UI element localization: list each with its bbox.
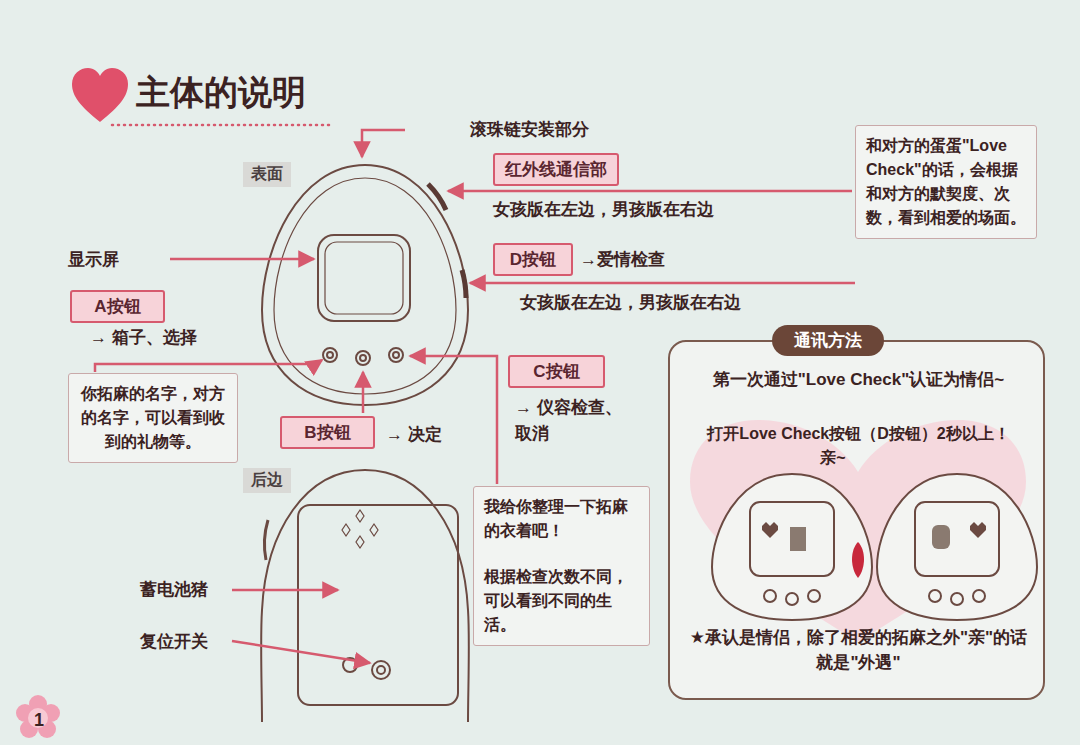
button	[951, 593, 963, 605]
infrared-port	[428, 184, 446, 210]
callout-box: 我给你整理一下拓麻的衣着吧！ 根据检查次数不同，可以看到不同的生活。	[473, 486, 650, 646]
egg-inner	[274, 178, 456, 394]
part-label: →爱情检查	[580, 248, 665, 271]
node-text: 表面	[251, 164, 283, 185]
cover-dots	[342, 510, 378, 548]
node-text: 打开Love Check按钮（D按钮）2秒以上！	[680, 422, 1037, 445]
button	[973, 590, 985, 602]
egg-outline	[261, 470, 469, 722]
part-label: 滚珠链安装部分	[470, 118, 589, 141]
section-tag: 后边	[243, 468, 291, 493]
section-tag: 表面	[243, 162, 291, 187]
leader	[362, 130, 405, 157]
node-text: 后边	[251, 470, 283, 491]
pet-sprite	[932, 525, 950, 549]
screen	[325, 242, 403, 314]
panel-illustration	[670, 342, 1047, 702]
part-label: 女孩版在左边，男孩版在右边	[520, 291, 741, 314]
title-heart	[72, 68, 330, 125]
panel-header: 通讯方法	[772, 325, 884, 356]
dotted-rule	[112, 124, 330, 127]
node-text: D按钮	[505, 248, 561, 271]
leader	[470, 282, 855, 285]
button	[929, 590, 941, 602]
device-egg	[712, 474, 872, 620]
egg-outline	[712, 474, 872, 620]
leader	[170, 258, 314, 261]
node-text: 亲~	[808, 446, 858, 469]
device-egg	[877, 474, 1037, 620]
part-label: 女孩版在左边，男孩版在右边	[493, 198, 714, 221]
part-box: 红外线通信部	[493, 153, 619, 186]
button-d	[462, 270, 466, 298]
part-label: 1	[31, 707, 47, 734]
node-text: 第一次通过"Love Check"认证为情侣~	[690, 368, 1027, 393]
part-box: B按钮	[280, 416, 375, 449]
leader	[362, 372, 365, 413]
egg-outline	[877, 474, 1037, 620]
battery-cover	[298, 505, 458, 705]
screen-frame	[318, 235, 410, 321]
part-box: A按钮	[70, 290, 165, 323]
info-panel: 第一次通过"Love Check"认证为情侣~ 打开Love Check按钮（D按…	[668, 340, 1045, 700]
node-text: 和对方的蛋蛋"Love Check"的话，会根据和对方的默契度、次数，看到相爱的…	[866, 134, 1026, 230]
page-flower	[16, 695, 60, 738]
node-text: 通讯方法	[794, 329, 862, 352]
node-text: ★承认是情侣，除了相爱的拓麻之外"亲"的话就是"外遇"	[688, 626, 1029, 675]
node-text: 红外线通信部	[505, 158, 607, 181]
button-c-core	[393, 352, 399, 358]
callout-box: 和对方的蛋蛋"Love Check"的话，会根据和对方的默契度、次数，看到相爱的…	[855, 125, 1037, 239]
pixel-heart	[762, 522, 778, 538]
screen	[750, 502, 834, 576]
part-label: → 仪容检查、取消	[515, 395, 627, 446]
button-b	[356, 351, 370, 365]
kiss-mark	[852, 542, 864, 578]
part-box: D按钮	[493, 243, 573, 276]
leader	[410, 356, 497, 484]
leader	[232, 641, 370, 663]
part-label: → 箱子、选择	[90, 326, 197, 349]
button-b-core	[360, 355, 366, 361]
node-text: B按钮	[292, 421, 363, 444]
screen	[915, 502, 999, 576]
part-label: 显示屏	[68, 248, 119, 271]
button	[808, 590, 820, 602]
node-text: A按钮	[82, 295, 153, 318]
device-back	[261, 470, 469, 722]
part-label: 蓄电池猪	[140, 578, 208, 601]
page-title: 主体的说明	[136, 70, 306, 116]
node-text: 你拓麻的名字，对方的名字，可以看到收到的礼物等。	[79, 382, 227, 454]
button-a	[323, 348, 337, 362]
button-a-core	[327, 352, 333, 358]
part-label: 复位开关	[140, 630, 208, 653]
part-box: C按钮	[508, 355, 605, 388]
device-front	[262, 165, 468, 405]
button	[786, 593, 798, 605]
callout-box: 你拓麻的名字，对方的名字，可以看到收到的礼物等。	[68, 373, 238, 463]
pet-sprite	[790, 527, 806, 551]
node-text: C按钮	[520, 360, 593, 383]
part-label: → 决定	[386, 423, 442, 446]
side-ridge	[264, 520, 268, 560]
button	[764, 590, 776, 602]
node-text: 根据检查次数不同，可以看到不同的生活。	[484, 565, 639, 637]
reset-switch	[372, 661, 390, 679]
node-text: 我给你整理一下拓麻的衣着吧！	[484, 495, 639, 543]
egg-outline	[262, 165, 468, 405]
heart	[72, 68, 128, 122]
reset-core	[377, 666, 385, 674]
leader	[448, 190, 852, 193]
button-c	[389, 348, 403, 362]
pixel-heart	[970, 522, 986, 538]
leader	[232, 589, 338, 592]
leader	[95, 360, 322, 372]
